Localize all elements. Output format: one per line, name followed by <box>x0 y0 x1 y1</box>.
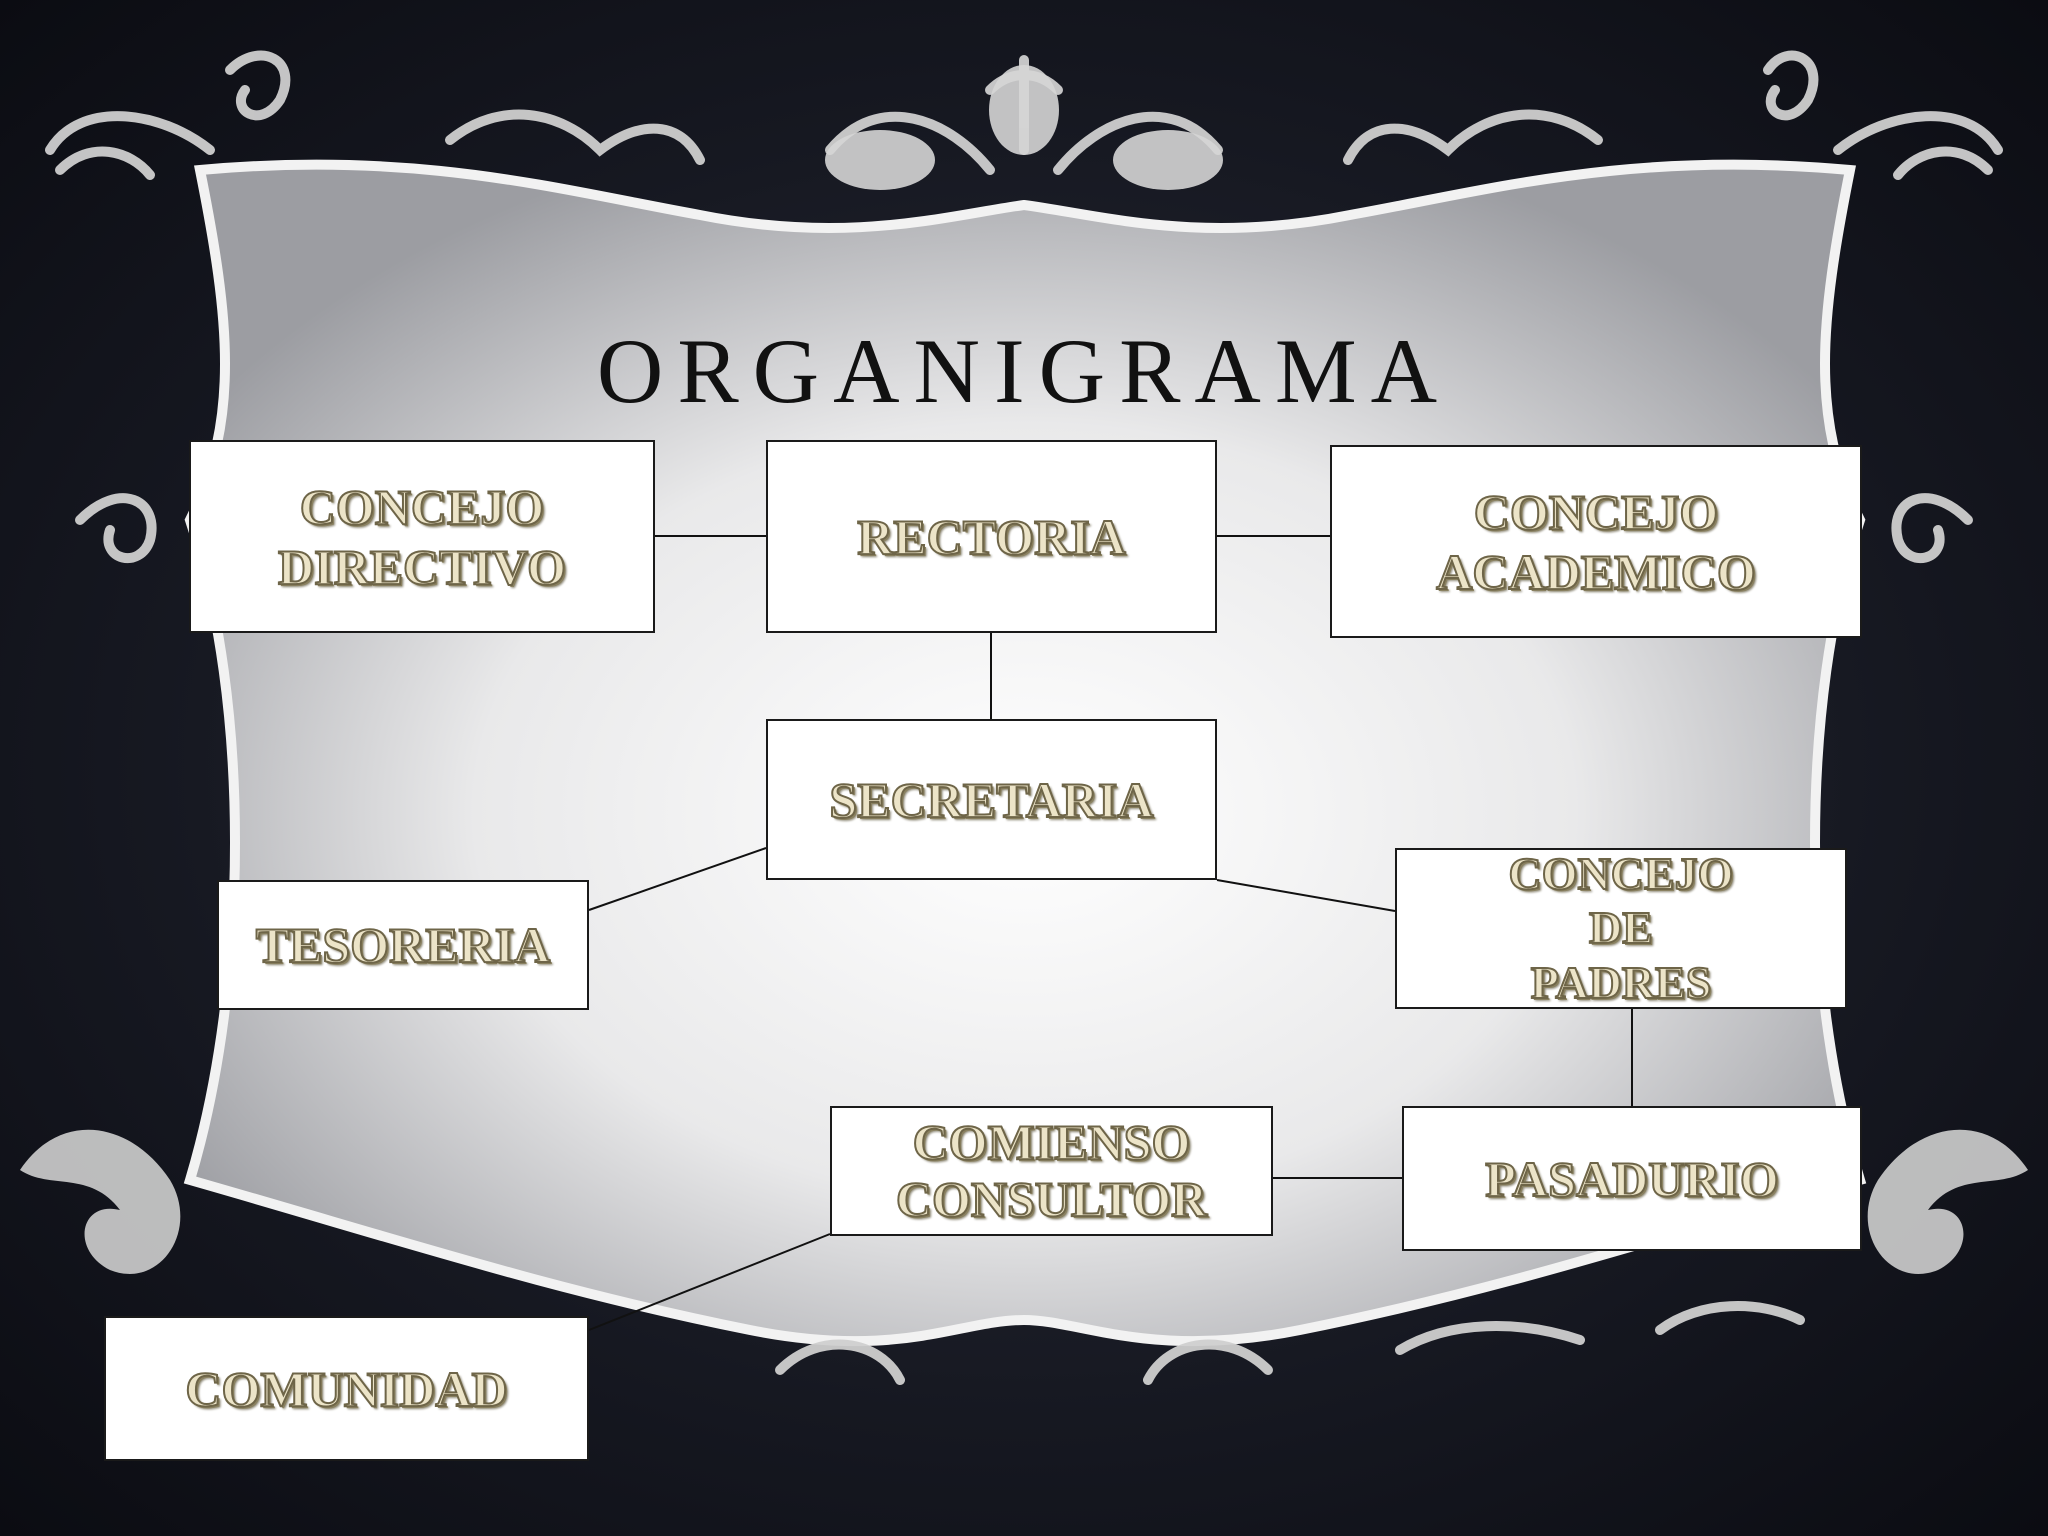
node-secretaria: SECRETARIA <box>766 719 1217 880</box>
node-concejo-padres: CONCEJO DE PADRES <box>1395 848 1847 1009</box>
node-label: TESORERIA <box>256 915 551 975</box>
edge-consultor-comunidad <box>589 1234 830 1330</box>
node-concejo-academico: CONCEJO ACADEMICO <box>1330 445 1862 638</box>
node-label: COMUNIDAD <box>185 1359 507 1419</box>
edge-secretaria-padres <box>1217 880 1395 911</box>
node-label: SECRETARIA <box>829 770 1153 830</box>
node-tesoreria: TESORERIA <box>217 880 589 1010</box>
node-rectoria: RECTORIA <box>766 440 1217 633</box>
node-label: RECTORIA <box>857 507 1126 567</box>
node-label: CONCEJO ACADEMICO <box>1436 482 1755 602</box>
node-comienso-consultor: COMIENSO CONSULTOR <box>830 1106 1273 1236</box>
node-concejo-directivo: CONCEJO DIRECTIVO <box>189 440 655 633</box>
node-pasadurio: PASADURIO <box>1402 1106 1862 1251</box>
node-label: CONCEJO DIRECTIVO <box>278 477 566 597</box>
edge-secretaria-tesoreria <box>589 848 766 910</box>
node-label: PASADURIO <box>1485 1149 1779 1209</box>
node-comunidad: COMUNIDAD <box>104 1316 589 1461</box>
node-label: CONCEJO DE PADRES <box>1509 847 1734 1010</box>
node-label: COMIENSO CONSULTOR <box>896 1114 1207 1229</box>
